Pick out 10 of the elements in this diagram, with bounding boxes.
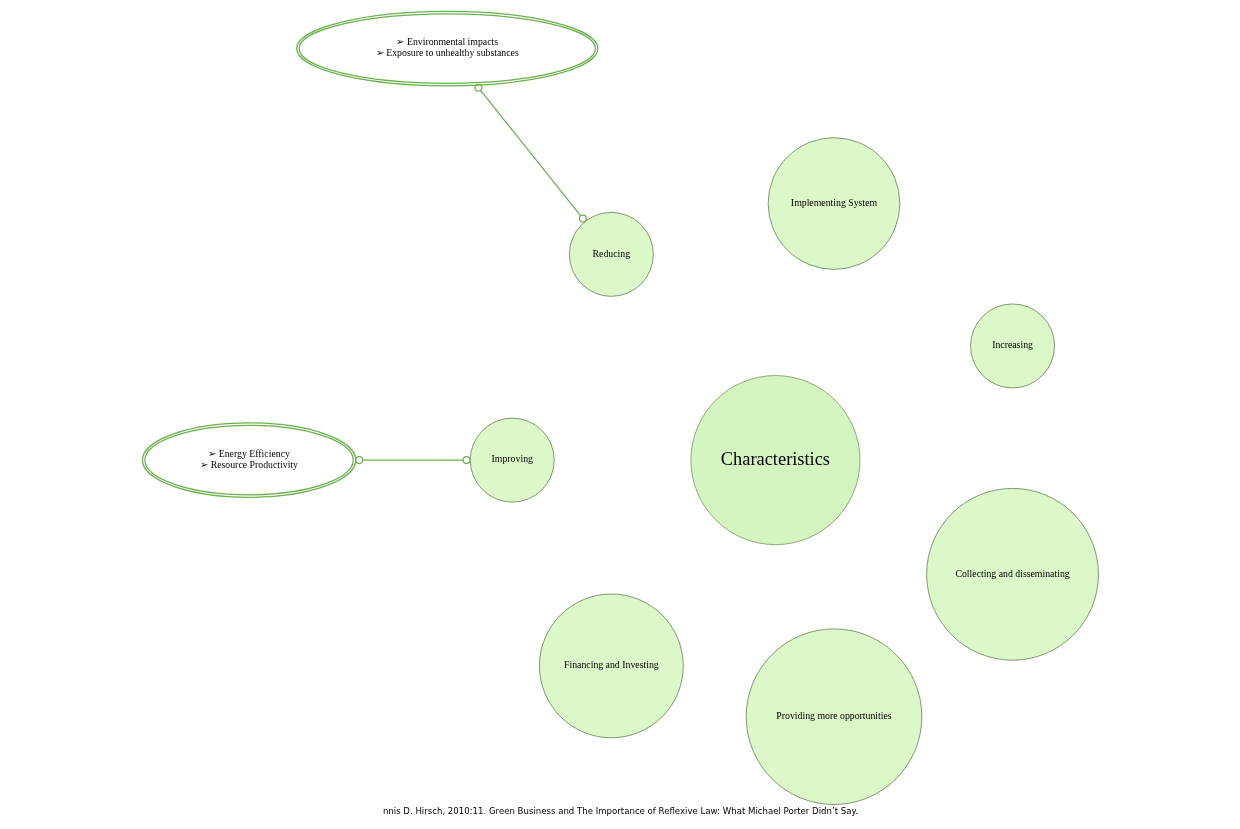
node-circle: Increasing xyxy=(969,303,1055,388)
node-circle: Characteristics xyxy=(690,374,860,545)
node-circle: Financing and Investing xyxy=(538,593,684,738)
connector xyxy=(354,455,471,464)
node-circle: Providing more opportunities xyxy=(745,628,922,805)
node-circle: Implementing System xyxy=(767,136,900,270)
caption: nnis D. Hirsch, 2010:11. Green Business and The Importance of Reflexive Law: What Michael Porter Didn’t Say. xyxy=(382,805,858,816)
node-circle: Collecting and disseminating xyxy=(925,487,1099,660)
node-circle: Improving xyxy=(469,417,555,502)
connector xyxy=(473,83,587,223)
